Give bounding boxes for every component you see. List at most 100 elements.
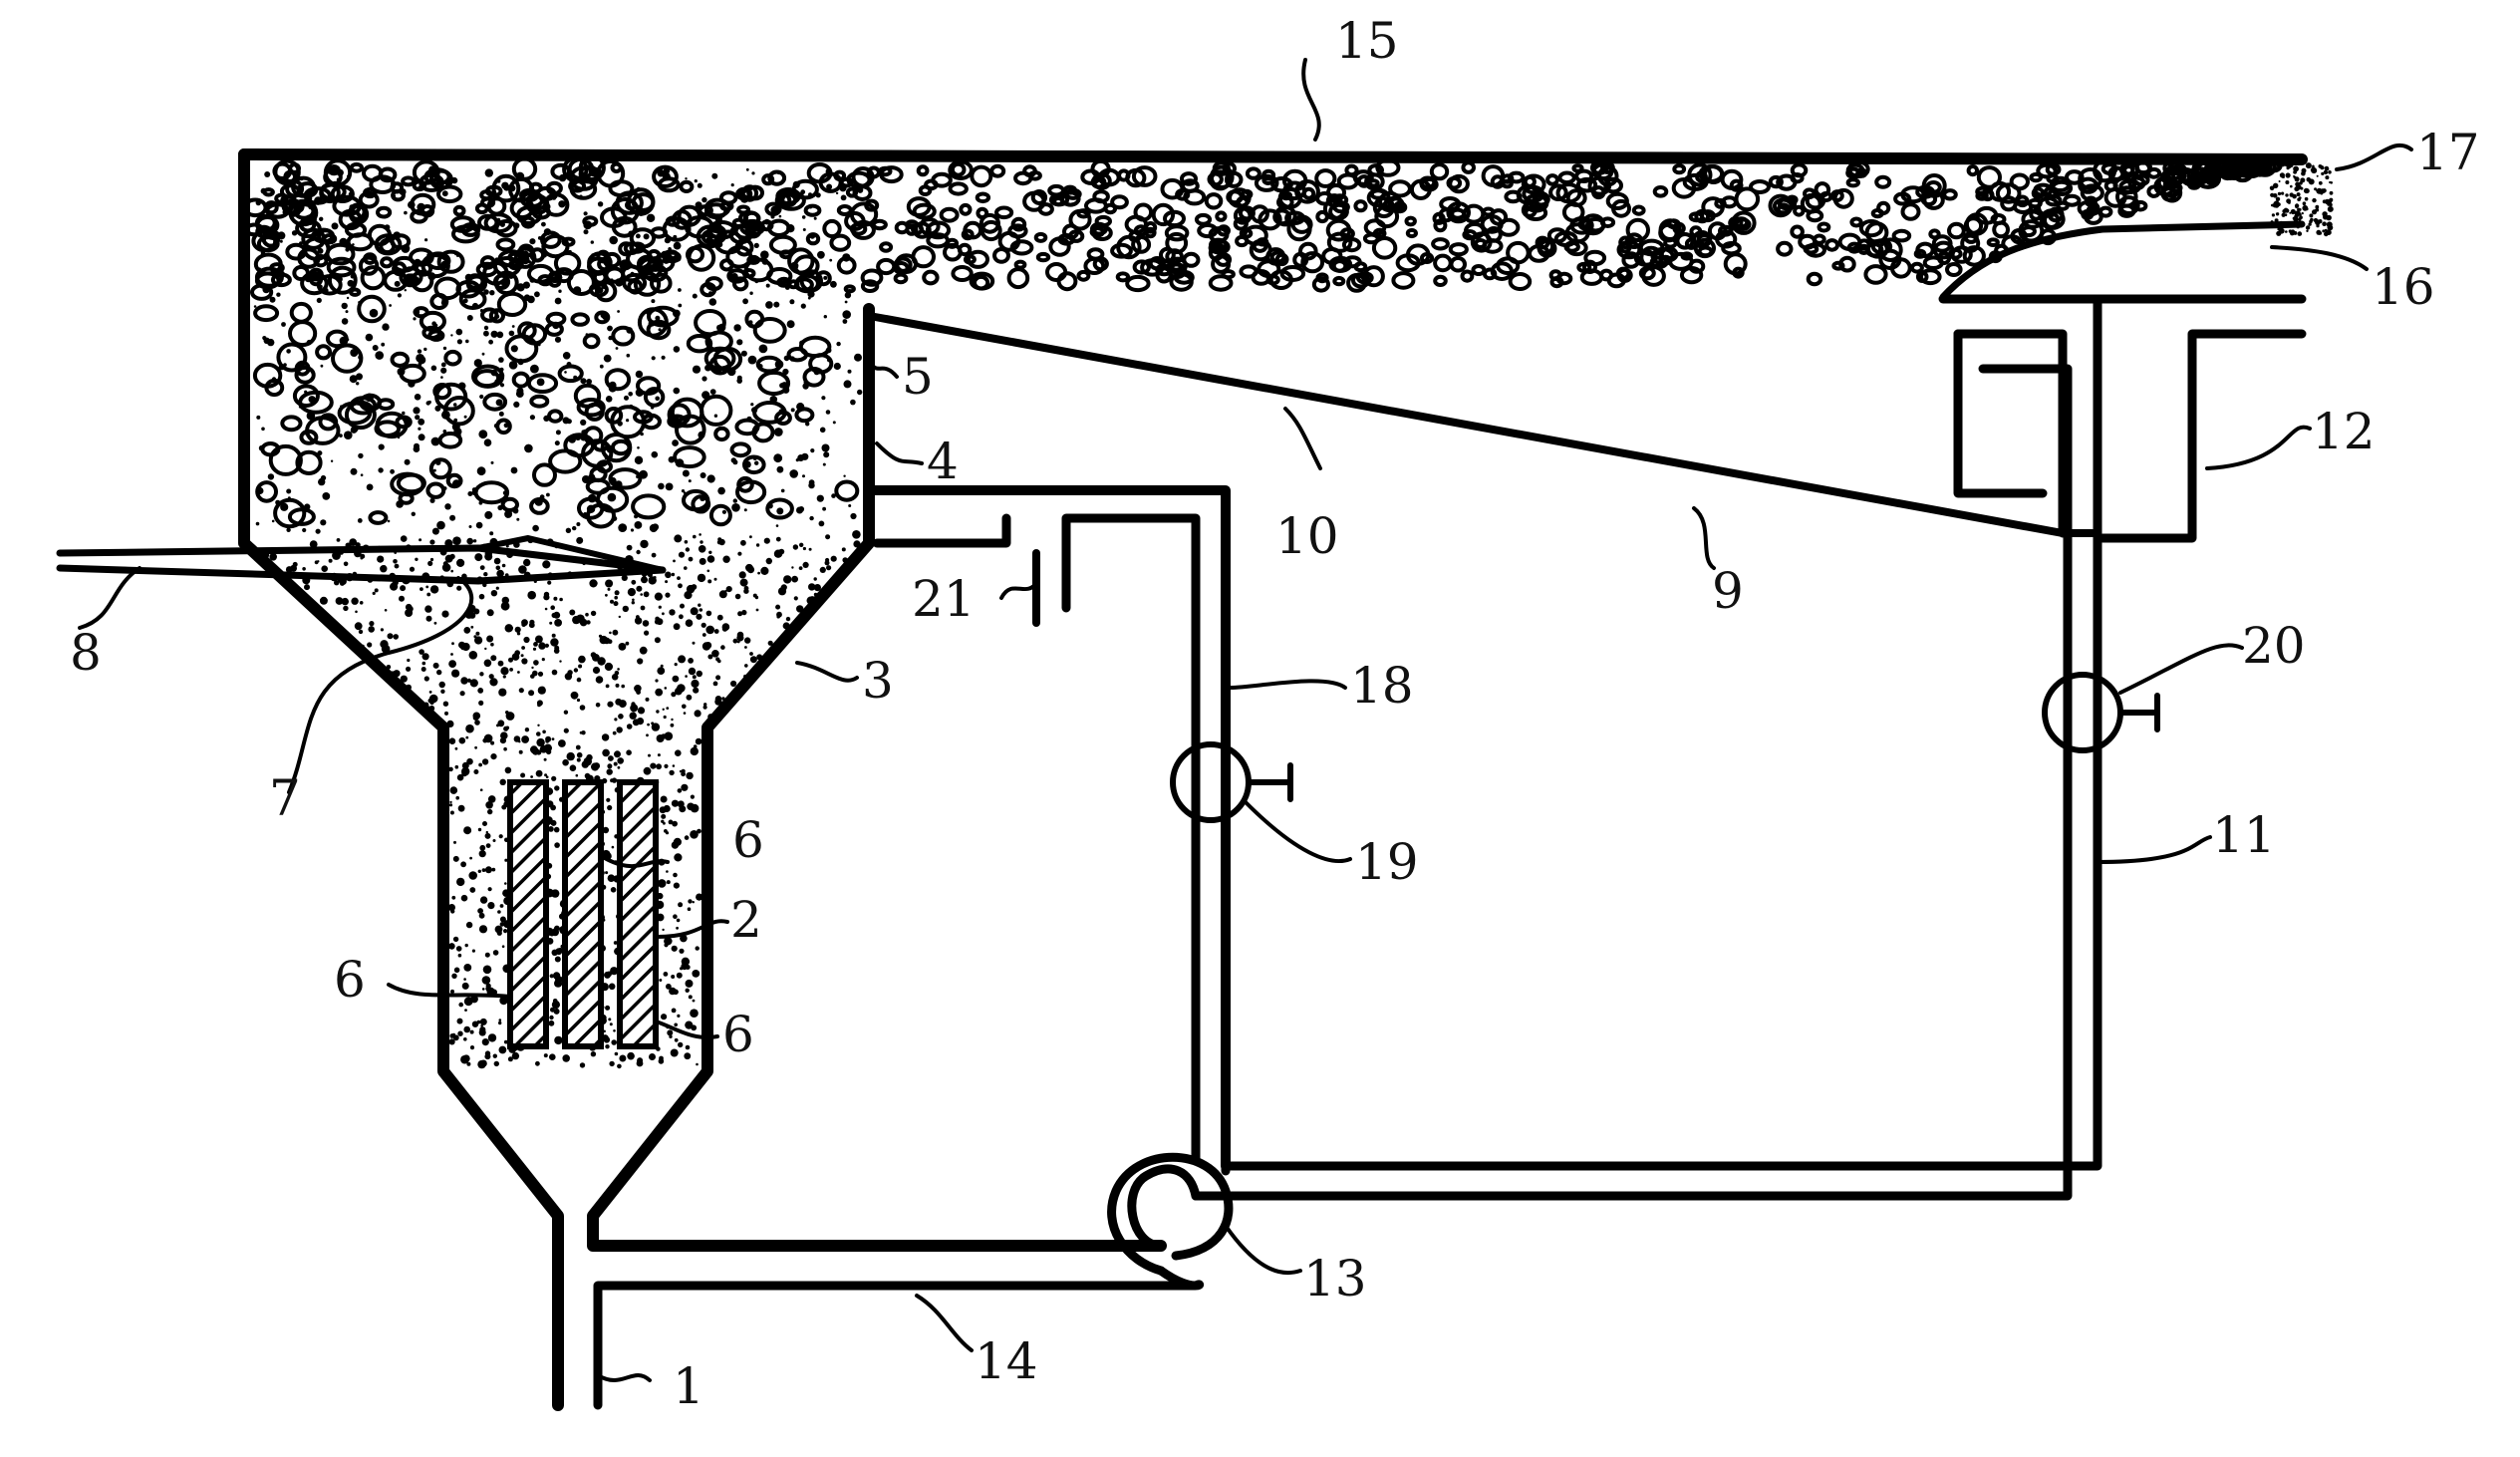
speckle-dot <box>495 399 503 407</box>
speckle-dot <box>630 704 639 713</box>
speckle-dot <box>469 1045 475 1050</box>
speckle-dot <box>666 984 670 988</box>
froth-bubble <box>292 384 320 409</box>
speckle-dot <box>477 688 484 694</box>
speckle-dot <box>478 762 482 767</box>
speckle-dot <box>524 728 530 732</box>
speckle-dot <box>749 652 753 656</box>
froth-bubble <box>761 173 775 186</box>
speckle-dot <box>262 285 271 294</box>
speckle-dot <box>597 287 604 294</box>
froth-bubble <box>1838 255 1856 273</box>
speckle-dot <box>475 631 480 636</box>
speckle-dot <box>473 769 479 774</box>
speckle-dot <box>483 325 489 331</box>
speckle-dot <box>461 982 469 990</box>
froth-bubble <box>922 269 940 286</box>
speckle-dot <box>583 172 588 177</box>
speckle-dot <box>534 291 540 298</box>
speckle-dot <box>298 405 303 409</box>
speckle-dot <box>465 339 469 344</box>
speckle-dot <box>418 427 421 431</box>
speckle-dot <box>320 364 324 368</box>
froth-bubble <box>273 158 301 186</box>
speckle-dot <box>640 605 646 611</box>
froth-bubble <box>1575 176 1598 193</box>
speckle-dot <box>603 637 611 645</box>
speckle-dot <box>740 539 746 546</box>
speckle-dot <box>341 597 349 606</box>
speckle-dot <box>448 943 455 950</box>
froth-bubble <box>1353 199 1368 213</box>
speckle-dot <box>660 664 664 668</box>
froth-bubble <box>1721 195 1738 209</box>
speckle-dot <box>430 365 437 372</box>
speckle-dot <box>524 443 533 453</box>
speckle-dot <box>339 434 343 437</box>
speckle-dot <box>530 745 538 754</box>
froth-bubble <box>1793 204 1806 217</box>
speckle-dot <box>655 315 661 321</box>
froth-outlet-speckle <box>2297 207 2301 211</box>
speckle-dot <box>843 380 852 389</box>
speckle-dot <box>767 502 773 509</box>
speckle-dot <box>736 339 743 346</box>
speckle-dot <box>291 230 298 236</box>
speckle-dot <box>549 466 552 469</box>
speckle-dot <box>732 459 738 465</box>
speckle-dot <box>351 597 359 605</box>
speckle-dot <box>613 601 619 607</box>
speckle-dot <box>698 574 703 580</box>
speckle-dot <box>504 882 507 885</box>
speckle-dot <box>627 1051 635 1060</box>
speckle-dot <box>637 208 645 216</box>
speckle-dot <box>549 621 553 625</box>
speckle-dot <box>744 664 748 668</box>
speckle-dot <box>617 421 623 427</box>
speckle-dot <box>317 560 320 563</box>
speckle-dot <box>857 389 863 396</box>
froth-bubble <box>951 265 974 282</box>
speckle-dot <box>442 430 447 434</box>
speckle-dot <box>304 432 308 436</box>
froth-outlet-speckle <box>2313 217 2319 223</box>
speckle-dot <box>808 192 812 197</box>
froth-bubble <box>2118 178 2142 195</box>
froth-bubble <box>1986 237 2000 247</box>
speckle-dot <box>345 310 349 314</box>
speckle-dot <box>539 196 546 202</box>
speckle-dot <box>330 459 334 462</box>
speckle-dot <box>276 292 281 297</box>
speckle-dot <box>517 671 520 674</box>
froth-outlet-speckle <box>2293 165 2300 172</box>
speckle-dot <box>673 309 681 318</box>
froth-bubble <box>1371 236 1398 260</box>
speckle-dot <box>700 508 705 514</box>
speckle-dot <box>463 826 472 835</box>
speckle-dot <box>825 168 832 174</box>
speckle-dot <box>471 949 475 953</box>
speckle-dot <box>317 450 323 456</box>
speckle-dot <box>616 727 623 733</box>
froth-bubble <box>1030 189 1048 205</box>
froth-bubble <box>1583 249 1607 267</box>
speckle-dot <box>693 687 700 694</box>
speckle-dot <box>545 738 550 743</box>
speckle-dot <box>413 308 420 316</box>
speckle-dot <box>467 491 473 496</box>
froth-bubble <box>1703 164 1725 184</box>
froth-bubble <box>288 320 318 348</box>
froth-outlet-speckle <box>2272 165 2278 171</box>
speckle-dot <box>696 613 702 620</box>
speckle-dot <box>796 605 804 613</box>
speckle-dot <box>663 167 671 174</box>
speckle-dot <box>601 283 608 290</box>
speckle-dot <box>810 448 815 453</box>
speckle-dot <box>358 452 364 459</box>
speckle-dot <box>564 371 567 374</box>
speckle-dot <box>765 301 773 309</box>
speckle-dot <box>537 703 541 708</box>
speckle-dot <box>442 346 447 351</box>
speckle-dot <box>813 584 822 592</box>
